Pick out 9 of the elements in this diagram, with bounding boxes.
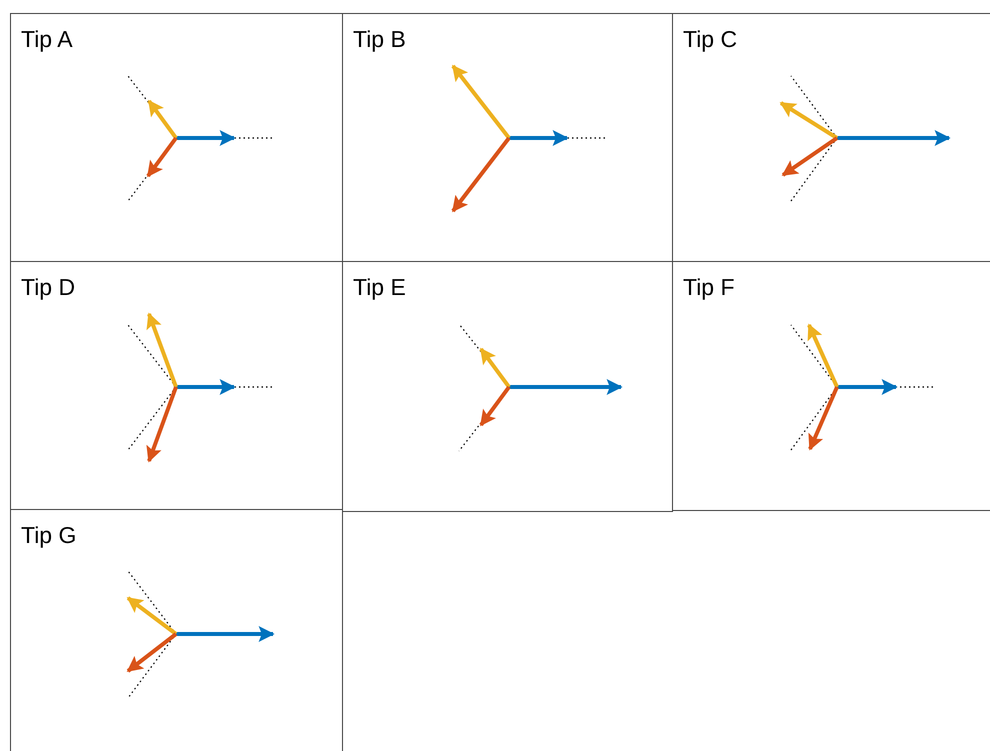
panel-title: Tip C xyxy=(683,28,738,51)
panel-title: Tip B xyxy=(353,28,406,51)
panel-title: Tip G xyxy=(21,524,76,547)
panel-title: Tip E xyxy=(353,276,406,299)
panel-title: Tip A xyxy=(21,28,73,51)
panel-frame xyxy=(10,509,343,751)
panel-title: Tip F xyxy=(683,276,735,299)
panel-title: Tip D xyxy=(21,276,76,299)
panel-frame xyxy=(10,13,343,262)
